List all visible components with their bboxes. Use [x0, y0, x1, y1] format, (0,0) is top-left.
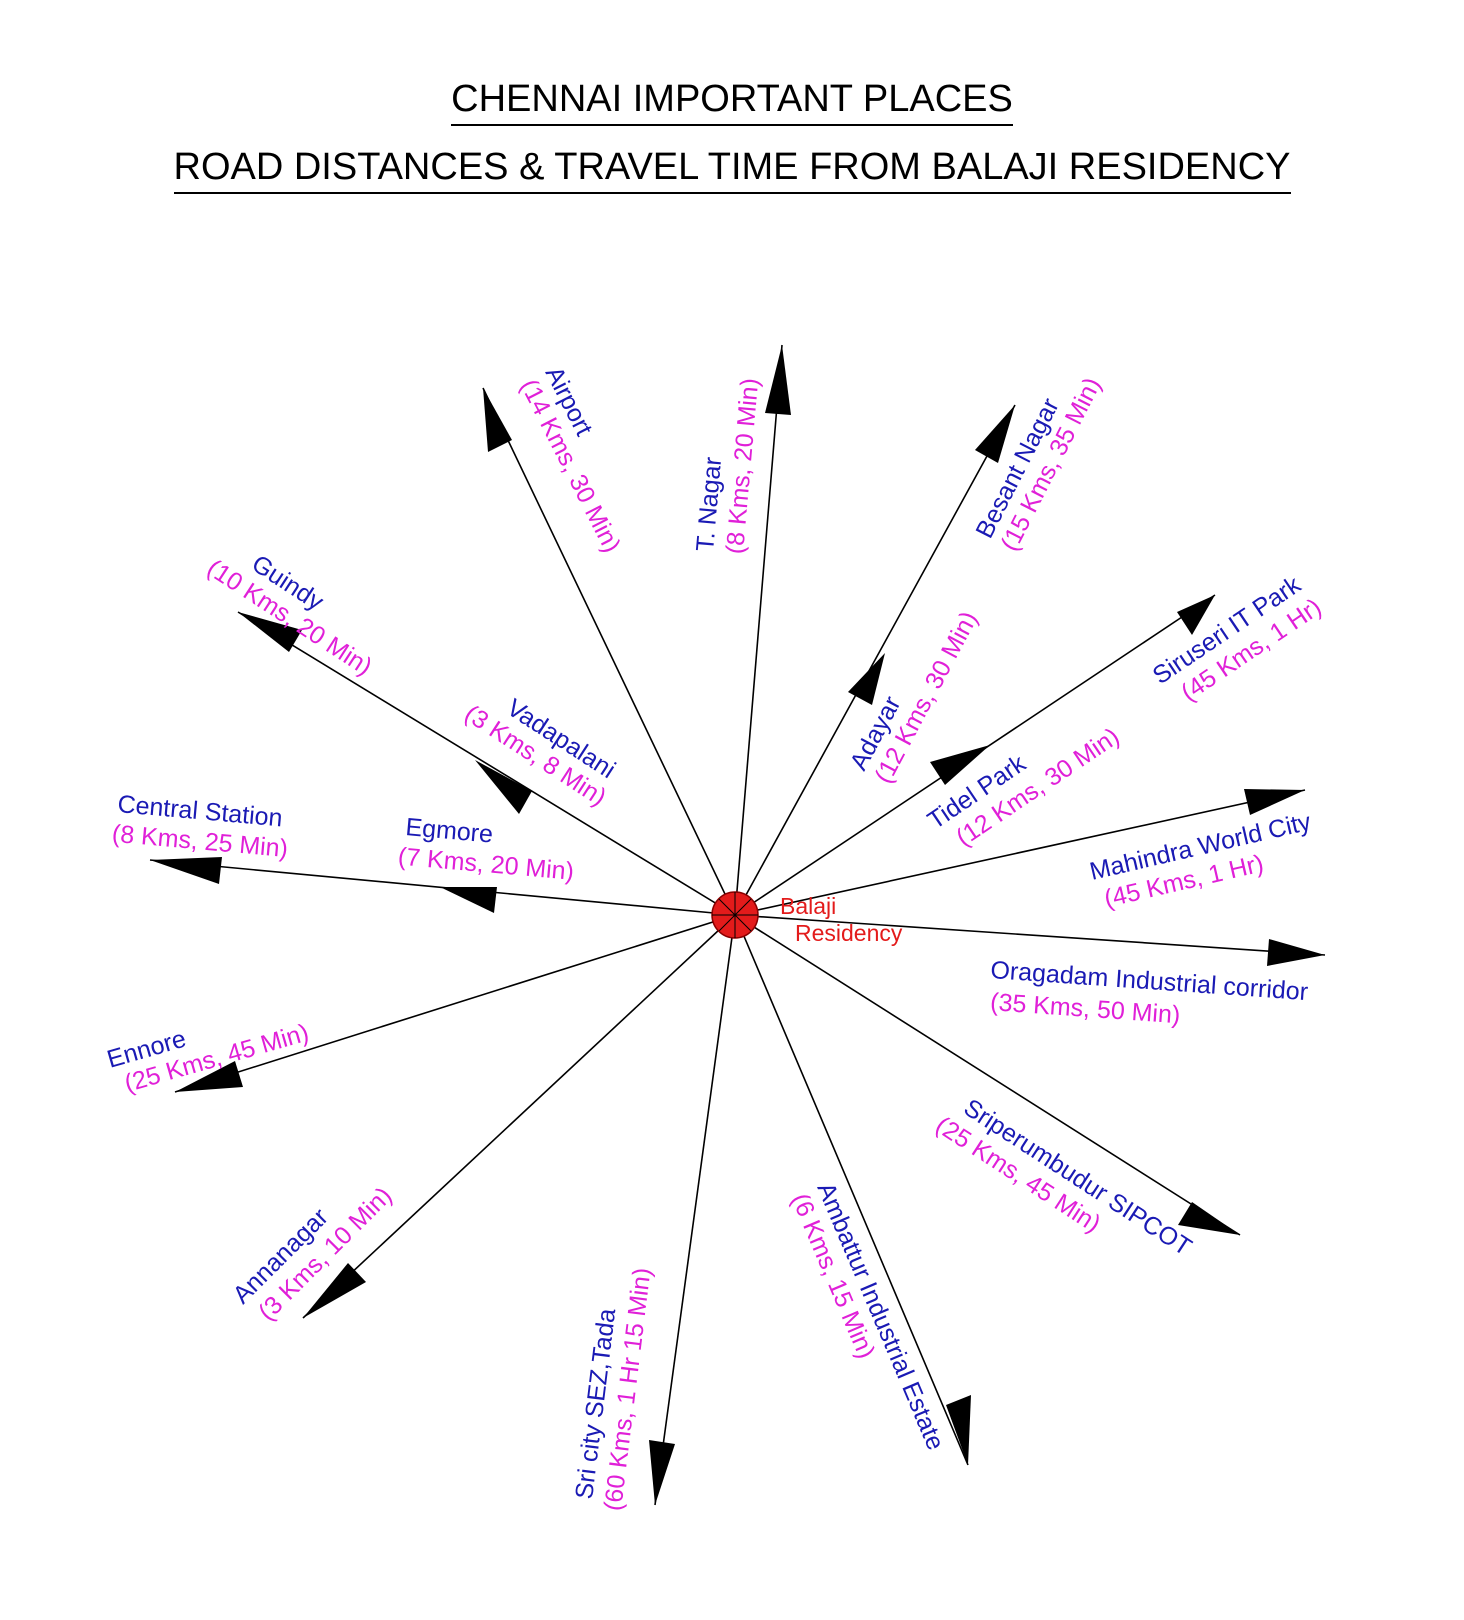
arrowhead-tidel-park [930, 745, 990, 785]
place-name: Ambattur Industrial Estate [811, 1178, 949, 1454]
arrowhead-guindy [238, 612, 302, 652]
label-ambattur: Ambattur Industrial Estate (6 Kms, 15 Mi… [786, 1178, 950, 1454]
label-egmore: Egmore (7 Kms, 20 Min) [397, 813, 575, 886]
arrowhead-central-station [150, 857, 222, 884]
arrow-ennore [174, 914, 736, 1093]
arrowhead-sri-city [649, 1440, 675, 1505]
center-label-line2: Residency [795, 920, 903, 946]
arrowhead-ambattur [946, 1395, 971, 1465]
arrow-guindy [237, 611, 736, 916]
arrowhead-oragadam [1267, 939, 1325, 966]
center-crosshair [712, 892, 758, 938]
label-oragadam: Oragadam Industrial corridor (35 Kms, 50… [989, 956, 1309, 1029]
arrowhead-annanagar [303, 1263, 366, 1318]
arrowhead-ennore [175, 1061, 243, 1092]
arrow-annanagar [302, 914, 736, 1319]
arrowhead-mahindra [1244, 789, 1305, 815]
label-central-station: Central Station (8 Kms, 25 Min) [111, 790, 289, 863]
arrow-ambattur [734, 914, 969, 1466]
label-mahindra: Mahindra World City (45 Kms, 1 Hr) [1087, 808, 1314, 914]
arrow-sri-city [654, 914, 736, 1506]
place-distance: (8 Kms, 20 Min) [721, 377, 764, 555]
label-vadapalani: Vadapalani (3 Kms, 8 Min) [460, 694, 621, 812]
arrowhead-siruseri [1177, 595, 1215, 635]
arrowhead-vadapalani [475, 760, 532, 814]
place-distance: (7 Kms, 20 Min) [397, 843, 575, 886]
arrow-mahindra [734, 789, 1306, 916]
label-guindy: Guindy (10 Kms, 20 Min) [202, 550, 377, 682]
place-name: Sriperumbudur SIPCOT [959, 1094, 1197, 1262]
arrowhead-egmore [440, 887, 497, 913]
arrowhead-besant-nagar [975, 405, 1015, 463]
arrow-airport [482, 387, 736, 916]
label-airport: Airport (14 Kms, 30 Min) [515, 362, 626, 557]
label-sriperumbudur: Sriperumbudur SIPCOT (25 Kms, 45 Min) [931, 1094, 1197, 1262]
arrow-oragadam [734, 914, 1326, 956]
arrow-besant-nagar [734, 404, 1016, 916]
arrowhead-t-nagar [765, 345, 791, 415]
label-siruseri: Siruseri IT Park (45 Kms, 1 Hr) [1148, 570, 1327, 707]
arrow-t-nagar [734, 344, 783, 916]
label-annanagar: Annanagar (3 Kms, 10 Min) [227, 1182, 397, 1327]
label-t-nagar: T. Nagar (8 Kms, 20 Min) [691, 377, 764, 555]
arrow-heads [150, 345, 1325, 1505]
page-title: CHENNAI IMPORTANT PLACES [451, 79, 1013, 126]
destination-labels: Airport (14 Kms, 30 Min) T. Nagar (8 Kms… [104, 362, 1327, 1512]
center-label-line1: Balaji [780, 893, 836, 919]
title-block: CHENNAI IMPORTANT PLACES ROAD DISTANCES … [0, 79, 1464, 194]
label-sri-city: Sri city SEZ,Tada (60 Kms, 1 Hr 15 Min) [570, 1266, 656, 1512]
page-subtitle: ROAD DISTANCES & TRAVEL TIME FROM BALAJI… [173, 147, 1291, 194]
arrowhead-sriperumbudur [1178, 1202, 1240, 1235]
arrowhead-airport [483, 388, 512, 452]
center-marker: Balaji Residency [711, 891, 903, 946]
arrow-sriperumbudur [734, 914, 1241, 1236]
arrowhead-adayar [848, 653, 885, 705]
